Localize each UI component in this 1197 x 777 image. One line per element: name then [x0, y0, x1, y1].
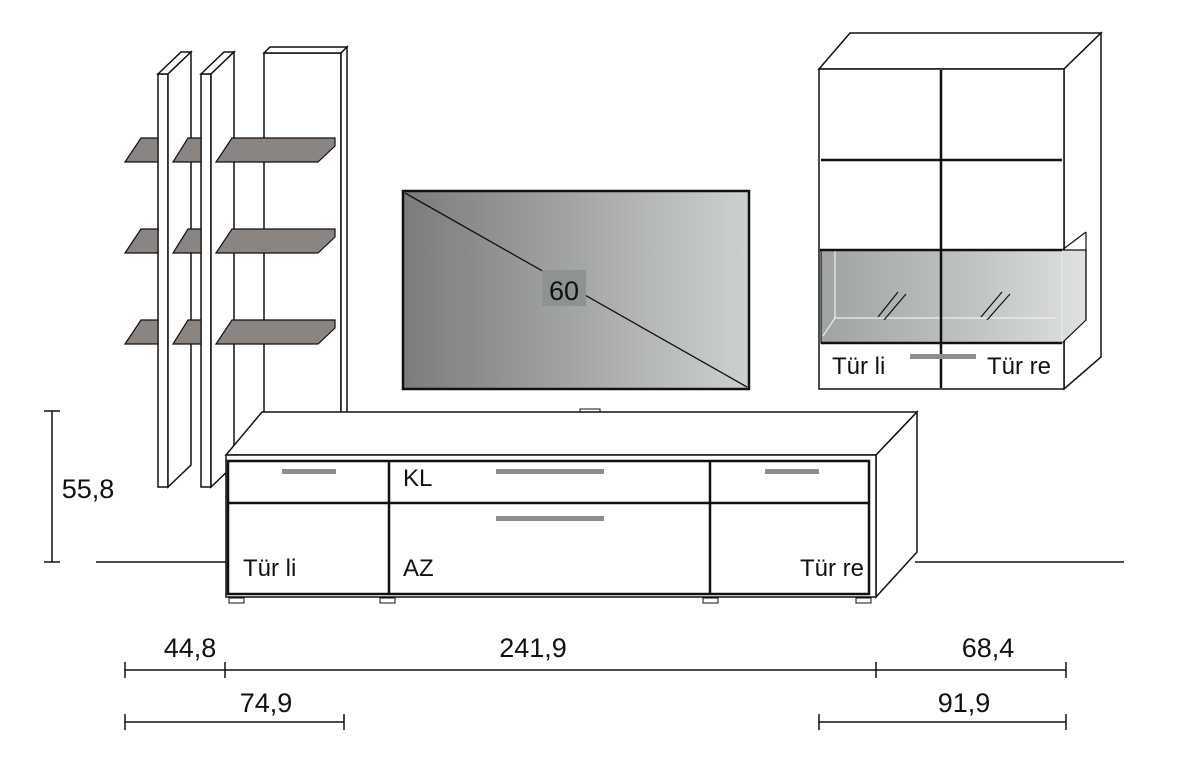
lowboard-door-left-label: Tür li	[243, 555, 296, 582]
lowboard-front-lines	[226, 459, 871, 596]
dimension-row2-value-1: 74,9	[240, 688, 293, 718]
wall-shelves	[123, 137, 336, 345]
lowboard-door-right-label: Tür re	[800, 555, 864, 582]
dimension-row1-value-3: 68,4	[962, 633, 1015, 663]
dimension-row1-value-1: 44,8	[164, 633, 217, 663]
vitrine-handle	[910, 354, 976, 359]
dimension-row1-value-2: 241,9	[499, 633, 567, 663]
width-dimension-row-2	[124, 714, 1067, 730]
vitrine-door-left-label: Tür li	[832, 353, 885, 380]
tv-size-label: 60	[549, 276, 579, 306]
lowboard-handles	[282, 469, 819, 521]
dimension-row2-value-2: 91,9	[938, 688, 991, 718]
height-dimension-line	[44, 410, 60, 563]
height-dimension-label: 55,8	[62, 474, 115, 504]
width-dimension-row-1	[124, 662, 1067, 678]
tv	[401, 189, 751, 413]
lowboard-feet	[228, 597, 872, 604]
vitrine-door-lines	[820, 70, 1062, 388]
wall-panel-1	[156, 50, 193, 489]
vitrine-glass	[820, 231, 1087, 344]
lowboard-flap-label: KL	[403, 465, 432, 492]
vitrine-door-right-label: Tür re	[987, 353, 1051, 380]
wall-panel-2	[199, 50, 236, 489]
lowboard	[224, 410, 919, 599]
lowboard-center-label: AZ	[403, 555, 434, 582]
